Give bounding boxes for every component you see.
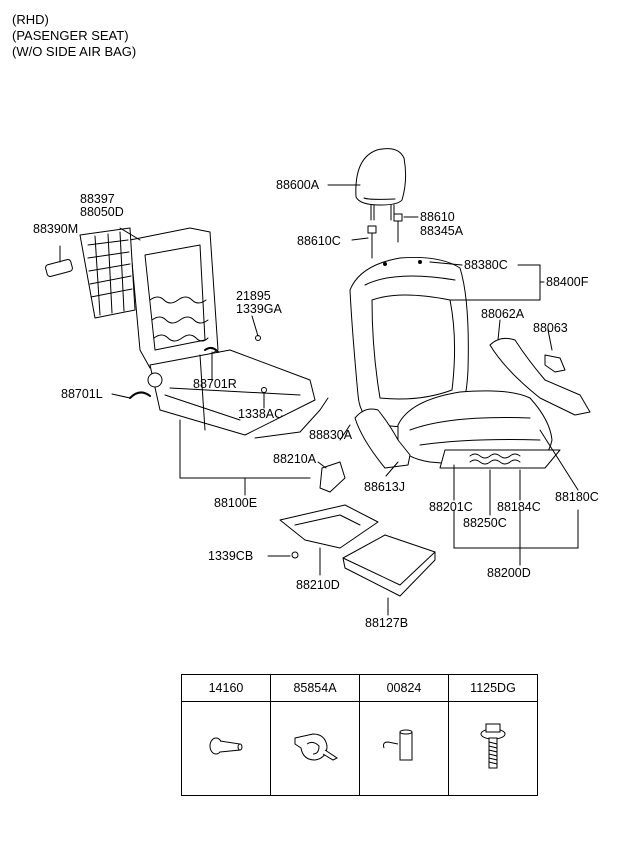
label-88830a: 88830A [309,428,353,442]
pin-icon [383,729,413,761]
part-code-14160: 14160 [181,674,271,702]
lumbar-mesh-drawing [79,227,136,319]
part-cell-00824 [359,701,449,796]
header-rhd: (RHD) [12,12,49,27]
label-88380c: 88380C [464,258,508,272]
part-cell-85854a [270,701,360,796]
label-1339cb: 1339CB [208,549,254,563]
label-1338ac: 1338AC [238,407,284,421]
cushion-drawing [397,390,553,465]
wire-drawing [254,397,329,439]
label-88100e: 88100E [214,496,258,510]
label-88345a: 88345A [420,224,464,238]
parts-table: 14160 85854A 00824 1125DG [181,674,538,796]
cushion-pan-drawing [439,449,561,469]
label-88390m: 88390M [33,222,79,236]
label-88201c: 88201C [429,500,473,514]
bolt-1339cb-drawing [291,551,299,559]
seatback-frame-drawing [129,227,219,369]
bolt-icon [209,737,243,755]
label-88127b: 88127B [365,616,409,630]
seat-track-drawing [147,349,316,436]
label-88400f: 88400F [546,275,589,289]
parts-table-icon-row [181,701,538,796]
headrest-guides-drawing [367,213,403,259]
label-88210d: 88210D [296,578,340,592]
recliner-cover-drawing [129,391,151,399]
part-cell-1125dg [448,701,538,796]
label-88613j: 88613J [364,480,406,494]
headrest-drawing [355,148,407,221]
label-88610c: 88610C [297,234,341,248]
parts-table-header-row: 14160 85854A 00824 1125DG [181,674,538,702]
flange-bolt-icon [480,723,506,769]
label-1339ga: 1339GA [236,302,282,316]
side-cover-drawing [489,337,591,416]
header-passenger-seat: (PASENGER SEAT) [12,28,129,43]
label-88701r: 88701R [193,377,237,391]
label-88050d: 88050D [80,205,124,219]
header-side-airbag: (W/O SIDE AIR BAG) [12,44,137,59]
label-88701l: 88701L [61,387,103,401]
label-88200d: 88200D [487,566,531,580]
bracket-drawing [279,504,379,549]
clip-icon [294,733,338,761]
label-88180c: 88180C [555,490,599,504]
label-88397: 88397 [80,192,115,206]
part-code-85854a: 85854A [270,674,360,702]
label-88600a: 88600A [276,178,320,192]
part-code-1125dg: 1125DG [448,674,538,702]
part-cell-14160 [181,701,271,796]
label-88250c: 88250C [463,516,507,530]
recliner-cover-r-drawing [204,346,219,353]
label-21895: 21895 [236,289,271,303]
part-code-00824: 00824 [359,674,449,702]
label-88063: 88063 [533,321,568,335]
tray-drawing [342,534,436,597]
side-trim-drawing [354,408,411,469]
label-88210a: 88210A [273,452,317,466]
label-88610: 88610 [420,210,455,224]
label-88184c: 88184C [497,500,541,514]
latch-drawing [319,461,346,493]
leader-lines [59,184,579,616]
lumbar-knob-drawing [45,259,73,277]
label-88062a: 88062A [481,307,525,321]
bolt-1338ac-drawing [261,387,267,393]
